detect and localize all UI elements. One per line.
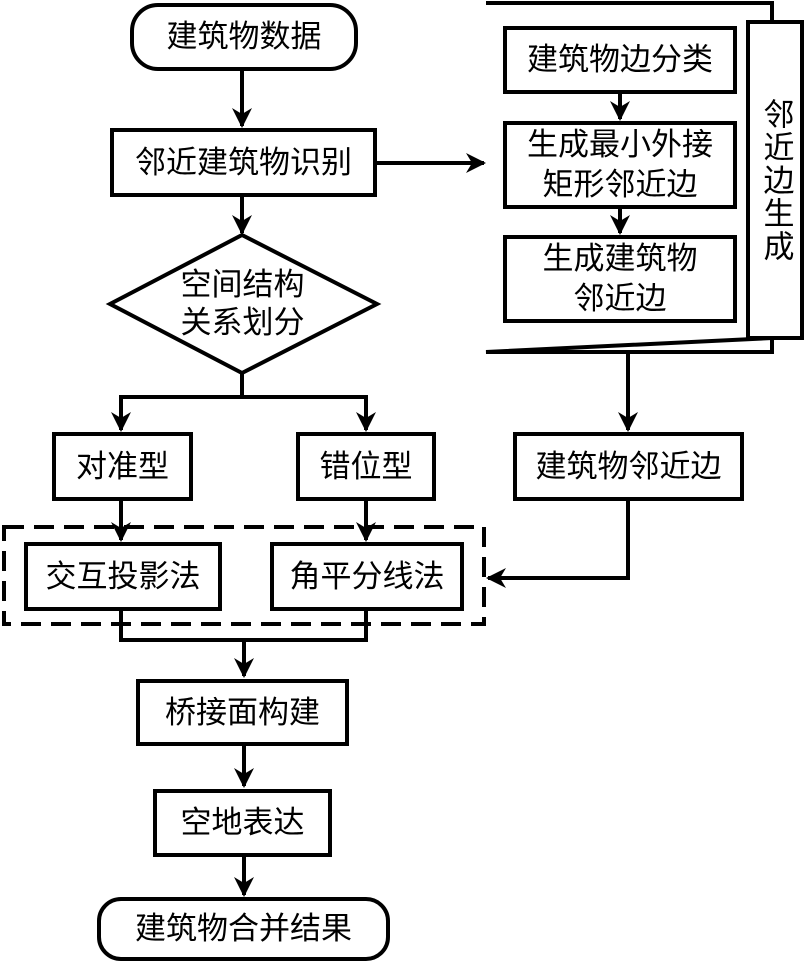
arrow-adjacent-edges-to-methods (486, 500, 630, 588)
open-space-node: 空地表达 (153, 789, 332, 857)
building-adjacent-edges-node: 建筑物邻近边 (513, 432, 744, 501)
method-group-frame (2, 525, 486, 626)
end-node: 建筑物合并结果 (97, 897, 390, 961)
adjacent-edge-generation-label: 邻近边生成 (746, 20, 804, 340)
building-adjacent-edges-gen-node: 生成建筑物 邻近边 (503, 235, 737, 323)
aligned-type-node: 对准型 (52, 432, 193, 501)
angle-bisector-node: 角平分线法 (270, 542, 464, 611)
cross-projection-node: 交互投影法 (24, 542, 222, 611)
arrow-decision-to-aligned (111, 373, 244, 432)
bridge-construction-node: 桥接面构建 (136, 679, 349, 746)
identify-neighbors-node: 邻近建筑物识别 (110, 128, 377, 197)
arrow-decision-to-staggered (242, 395, 376, 432)
mbr-adjacent-edges-node: 生成最小外接 矩形邻近边 (503, 121, 737, 209)
start-node: 建筑物数据 (130, 3, 358, 71)
staggered-type-node: 错位型 (296, 432, 436, 501)
edge-classification-node: 建筑物边分类 (503, 26, 737, 94)
decision-diamond (105, 232, 382, 376)
decision-label: 空间结构 关系划分 (180, 267, 305, 341)
